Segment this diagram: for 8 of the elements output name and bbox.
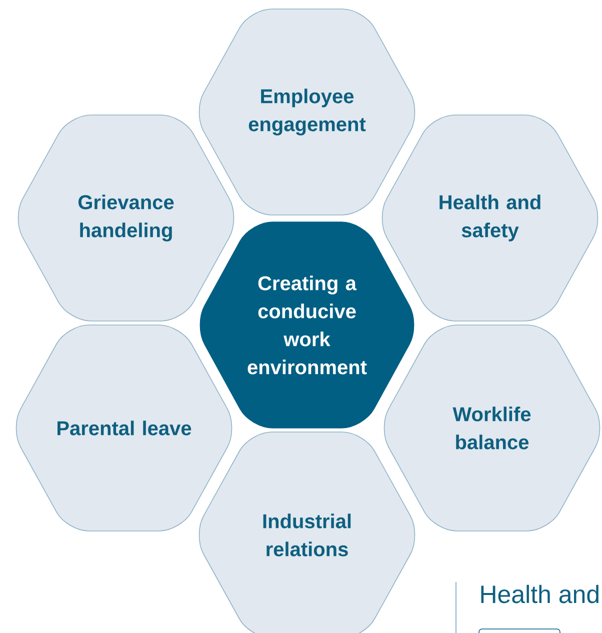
hexagon: Industrial relations — [198, 432, 416, 633]
hexagon: Worklife balance — [384, 324, 600, 532]
section-heading: Health and — [481, 584, 598, 604]
hexagon: Employee engagement — [198, 8, 416, 216]
hexagon: Parental leave — [16, 324, 232, 532]
hexagon: Grievance handeling — [18, 114, 234, 322]
center-hexagon: Creating a conducive work environment — [200, 222, 414, 428]
hexagon: Health and safety — [382, 114, 598, 322]
